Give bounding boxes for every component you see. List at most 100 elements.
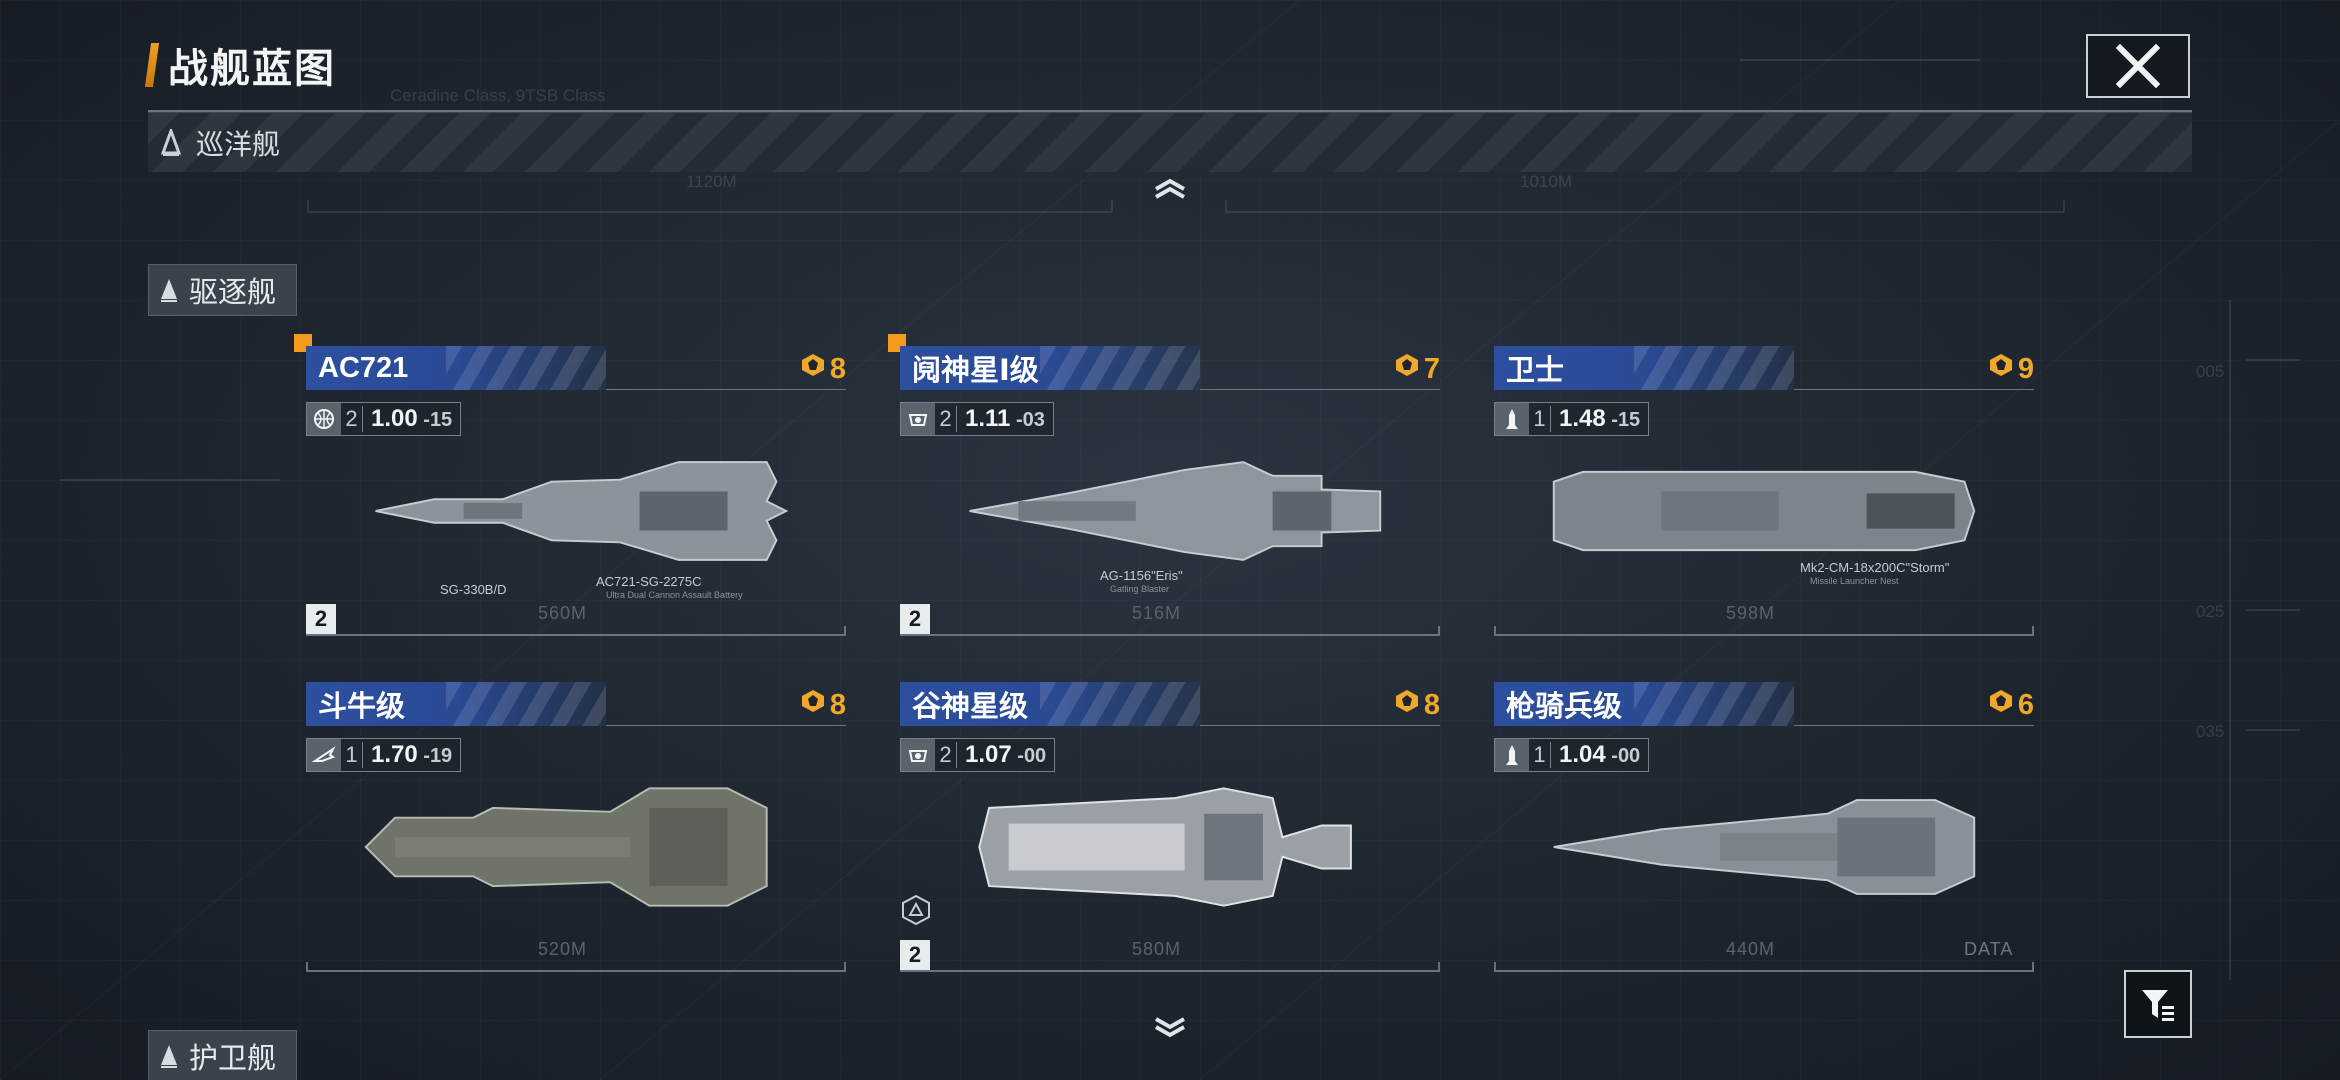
ship-length: 440M <box>1726 939 1776 959</box>
ship-card[interactable]: 卫士 9 1 1.48 -15 Mk2-CM-18x200C"Storm"Mis… <box>1494 346 2034 652</box>
ship-stats: 1 1.70 -19 <box>306 738 462 772</box>
rating-icon <box>1988 688 2018 722</box>
value-decimal-digits: 00 <box>1617 745 1641 767</box>
value-main: 1.07 <box>965 741 1012 768</box>
weapon-label: AG-1156"Eris" <box>1100 568 1183 583</box>
weapon-label: SG-330B/D <box>440 582 507 597</box>
missile-icon <box>1495 403 1529 435</box>
ship-name: 斗牛级 <box>318 691 406 723</box>
title-accent <box>144 43 160 87</box>
ship-rating: 8 <box>1394 688 1440 722</box>
value-decimal-digits: 15 <box>1617 409 1641 431</box>
ship-value: 1.48 -15 <box>1551 405 1648 433</box>
scroll-down-button[interactable] <box>1140 1012 1200 1042</box>
weapon-description: Ultra Dual Cannon Assault Battery <box>606 590 743 600</box>
rating-value: 8 <box>829 688 846 721</box>
ship-image <box>969 461 1382 561</box>
filter-button[interactable] <box>2124 970 2192 1038</box>
value-decimal: -15 <box>1605 409 1641 431</box>
ship-stats: 2 1.07 -00 <box>900 738 1056 772</box>
close-button[interactable] <box>2086 34 2190 98</box>
close-icon <box>2115 43 2161 89</box>
ship-length: 520M <box>538 939 588 959</box>
ship-card-header: 枪骑兵级 6 <box>1494 682 2034 726</box>
weapon-description: Missile Launcher Nest <box>1810 576 1899 586</box>
ship-stats: 1 1.04 -00 <box>1494 738 1650 772</box>
ship-value: 1.04 -00 <box>1551 741 1648 769</box>
ship-class-icon <box>161 279 177 302</box>
length-ruler <box>306 962 846 972</box>
ship-name-bar: 卫士 <box>1494 346 1794 390</box>
missile-icon <box>1495 739 1529 771</box>
category-frigate-label: 护卫舰 <box>189 1043 277 1075</box>
weapon-label: AC721-SG-2275C <box>596 574 702 589</box>
value-decimal: -19 <box>417 745 453 767</box>
ship-count: 1 <box>341 742 363 768</box>
ship-name-bar: 斗牛级 <box>306 682 606 726</box>
tier-badge: 2 <box>900 940 930 970</box>
header-line <box>1794 725 2034 726</box>
filter-icon <box>2142 990 2174 1021</box>
ship-image <box>1553 799 1976 895</box>
scroll-up-button[interactable] <box>1140 174 1200 204</box>
bg-side-value-1: 005 <box>2196 362 2225 381</box>
ship-length: 560M <box>538 603 588 623</box>
ship-rating: 7 <box>1394 352 1440 386</box>
ship-rating: 9 <box>1988 352 2034 386</box>
length-ruler <box>1494 626 2034 636</box>
ship-stats: 2 1.11 -03 <box>900 402 1054 436</box>
ship-value: 1.11 -03 <box>957 405 1053 433</box>
ship-value: 1.00 -15 <box>363 405 460 433</box>
value-decimal-digits: 03 <box>1022 409 1045 431</box>
ship-name: 卫士 <box>1506 355 1565 387</box>
ship-card[interactable]: 阋神星Ⅰ级 7 2 1.11 -03 AG-1156"Eris"Gatling … <box>888 334 1440 652</box>
category-frigate[interactable]: 护卫舰 <box>148 1030 298 1080</box>
ship-stats: 1 1.48 -15 <box>1494 402 1650 436</box>
ship-count: 2 <box>935 406 957 432</box>
ship-card[interactable]: AC721 8 2 1.00 -15 SG-330B/D AC721-SG-227… <box>294 334 846 652</box>
weapon-description: Gatling Blaster <box>1110 584 1170 594</box>
rating-value: 8 <box>829 352 846 385</box>
ship-length: 598M <box>1726 603 1776 623</box>
length-ruler <box>1494 962 2034 972</box>
value-main: 1.04 <box>1559 741 1606 768</box>
ship-rating: 8 <box>800 688 846 722</box>
rating-icon <box>800 688 830 722</box>
rating-icon <box>1988 352 2018 386</box>
ship-card[interactable]: 枪骑兵级 6 1 1.04 -00 DATA 440M <box>1494 682 2034 988</box>
bg-length-left: 1120M <box>686 172 737 191</box>
ship-name-bar: AC721 <box>306 346 606 390</box>
category-cruiser[interactable]: 巡洋舰 <box>148 112 2192 172</box>
value-decimal-digits: 15 <box>429 409 453 431</box>
ship-card-header: 阋神星Ⅰ级 7 <box>900 346 1440 390</box>
value-main: 1.00 <box>371 405 418 432</box>
rating-value: 9 <box>2017 352 2034 385</box>
ship-name: 谷神星级 <box>912 691 1029 723</box>
ship-card[interactable]: 斗牛级 8 1 1.70 -19 520M <box>306 682 846 988</box>
ship-name-bar: 阋神星Ⅰ级 <box>900 346 1200 390</box>
header-line <box>1200 725 1440 726</box>
weapon-label: Mk2-CM-18x200C"Storm" <box>1800 560 1950 575</box>
rating-value: 7 <box>1423 352 1440 385</box>
value-decimal-digits: 19 <box>429 745 453 767</box>
data-label: DATA <box>1964 939 2014 959</box>
bg-side-value-2: 025 <box>2196 602 2225 621</box>
ship-card[interactable]: 谷神星级 8 2 1.07 -00 580M 2 <box>900 682 1440 988</box>
ship-name: AC721 <box>318 351 409 384</box>
rating-value: 8 <box>1423 688 1440 721</box>
header-line <box>606 389 846 390</box>
page-header: 战舰蓝图 <box>144 40 336 91</box>
category-destroyer-label: 驱逐舰 <box>189 277 277 309</box>
ship-name: 阋神星Ⅰ级 <box>912 355 1039 387</box>
value-decimal: -00 <box>1605 745 1641 767</box>
hexagon-triangle-icon <box>900 894 932 926</box>
ship-count: 2 <box>341 406 363 432</box>
value-decimal: -15 <box>417 409 453 431</box>
rating-value: 6 <box>2017 688 2034 721</box>
ship-rating: 8 <box>800 352 846 386</box>
tier-badge: 2 <box>900 604 930 634</box>
length-ruler <box>306 626 846 636</box>
category-destroyer[interactable]: 驱逐舰 <box>148 264 298 316</box>
ship-image <box>364 787 768 907</box>
rating-icon <box>800 352 830 386</box>
